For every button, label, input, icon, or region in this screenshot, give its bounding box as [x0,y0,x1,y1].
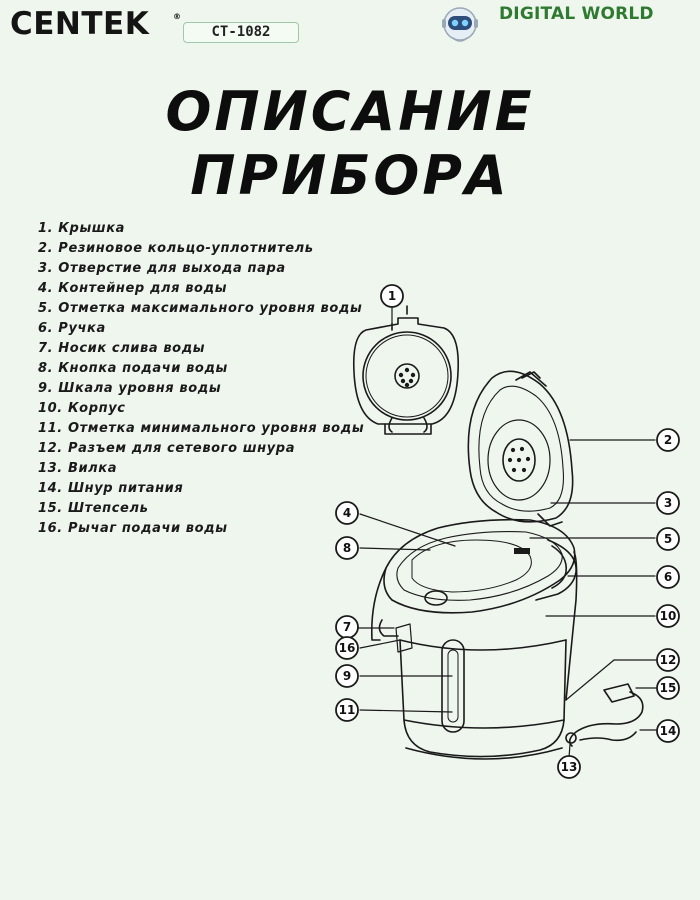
callout-6 [656,565,680,589]
registered-mark: ® [173,12,181,21]
list-item: 9. Шкала уровня воды [38,381,222,396]
list-item: 5. Отметка максимального уровня воды [38,301,363,316]
callout-14 [656,719,680,743]
list-item: 3. Отверстие для выхода пара [38,261,286,276]
lid-detail [352,305,460,435]
callout-11 [335,698,359,722]
callout-label-10: 10 [660,609,677,623]
list-item: 13. Вилка [38,461,118,476]
callout-label-6: 6 [664,570,672,584]
callout-label-16: 16 [339,641,356,655]
callout-label-5: 5 [664,532,672,546]
list-item: 7. Носик слива воды [38,341,206,356]
list-item: 2. Резиновое кольцо-уплотнитель [38,241,314,256]
watermark-text: DIGITAL WORLD [499,4,654,24]
list-item: 4. Контейнер для воды [38,281,228,296]
callout-label-3: 3 [664,496,672,510]
brand-logo: CENTEK [10,6,150,42]
callout-label-2: 2 [664,433,672,447]
list-item: 12. Разъем для сетевого шнура [38,441,296,456]
callout-15 [656,676,680,700]
callout-8 [335,536,359,560]
list-item: 16. Рычаг подачи воды [38,521,228,536]
callout-9 [335,664,359,688]
list-item: 10. Корпус [38,401,126,416]
callout-2 [656,428,680,452]
callout-16 [335,636,359,660]
callout-label-8: 8 [343,541,351,555]
callout-1 [380,284,404,308]
list-item: 11. Отметка минимального уровня воды [38,421,365,436]
callout-12 [656,648,680,672]
callout-4 [335,501,359,525]
callout-label-13: 13 [561,760,578,774]
leader-lines [357,305,657,759]
callout-3 [656,491,680,515]
callout-label-9: 9 [343,669,351,683]
callout-label-4: 4 [343,506,351,520]
callout-label-7: 7 [343,620,351,634]
list-item: 14. Шнур питания [38,481,184,496]
callout-5 [656,527,680,551]
callout-label-15: 15 [660,681,677,695]
page-title: ОПИСАНИЕ ПРИБОРА [0,80,700,208]
power-cord [565,683,644,747]
kettle-body [370,518,578,760]
callout-13 [557,755,581,779]
robot-head-icon [442,7,478,42]
list-item: 6. Ручка [38,321,106,336]
title-line-2: ПРИБОРА [190,144,510,207]
callout-label-11: 11 [339,703,356,717]
title-line-1: ОПИСАНИЕ [165,80,535,143]
callout-label-12: 12 [660,653,677,667]
model-badge: CT-1082 [183,22,299,43]
list-item: 1. Крышка [38,221,125,236]
callout-10 [656,604,680,628]
callout-label-1: 1 [388,289,396,303]
list-item: 8. Кнопка подачи воды [38,361,228,376]
callout-label-14: 14 [660,724,677,738]
list-item: 15. Штепсель [38,501,149,516]
parts-list: 1. Крышка 2. Резиновое кольцо-уплотнител… [38,219,364,539]
